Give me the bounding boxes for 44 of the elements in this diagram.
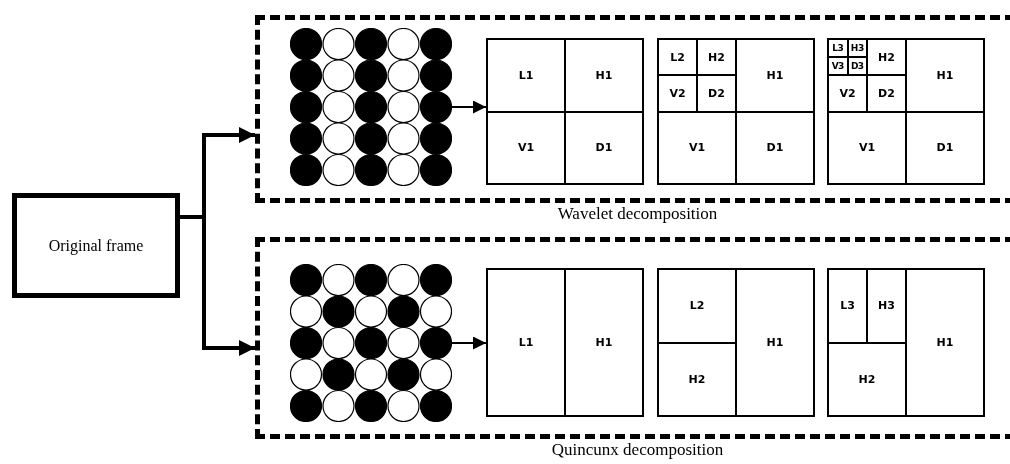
subband-cell: H2 [697, 39, 736, 76]
subband-cell: H1 [906, 39, 984, 112]
subband-cell: D1 [906, 111, 984, 184]
subband-cell: L3 [828, 269, 867, 343]
subband-square [486, 268, 644, 417]
arrow [451, 336, 487, 350]
arrow [180, 215, 255, 356]
subband-cell: D2 [697, 75, 736, 112]
subband-cell: V1 [658, 111, 736, 184]
subband-cell: H1 [736, 269, 814, 416]
subband-cell: L1 [487, 39, 565, 112]
subband-cell: H1 [565, 269, 643, 416]
subband-square [827, 268, 985, 417]
subband-cell: V1 [487, 111, 565, 184]
subband-cell: H1 [736, 39, 814, 112]
subband-cell: D1 [565, 111, 643, 184]
subband-cell: L2 [658, 39, 697, 76]
subband-cell: H1 [565, 39, 643, 112]
subband-cell: D1 [736, 111, 814, 184]
subband-cell: V2 [658, 75, 697, 112]
subband-square [657, 38, 815, 185]
subband-square [657, 268, 815, 417]
subband-cell: L3 [828, 39, 848, 58]
subband-cell: H3 [867, 269, 906, 343]
subband-cell: D2 [867, 75, 906, 112]
process-box: Original frame [12, 193, 180, 298]
subband-cell: H3 [847, 39, 867, 58]
caption-text: Wavelet decomposition [556, 204, 719, 224]
subband-cell: L2 [658, 269, 736, 343]
subband-cell: V2 [828, 75, 867, 112]
dot-grid-drawing [290, 28, 452, 186]
subband-cell: V1 [828, 111, 906, 184]
subband-square [486, 38, 644, 185]
subband-cell: H2 [658, 342, 736, 416]
subband-cell: L1 [487, 269, 565, 416]
subband-cell: H2 [828, 342, 906, 416]
subband-cell: V3 [828, 57, 848, 76]
arrow [451, 100, 487, 114]
subband-square [827, 38, 985, 185]
dot-grid-drawing [290, 264, 452, 422]
caption-text: Quincunx decomposition [550, 440, 725, 460]
subband-cell: H1 [906, 269, 984, 416]
subband-cell: H2 [867, 39, 906, 76]
subband-cell: D3 [847, 57, 867, 76]
